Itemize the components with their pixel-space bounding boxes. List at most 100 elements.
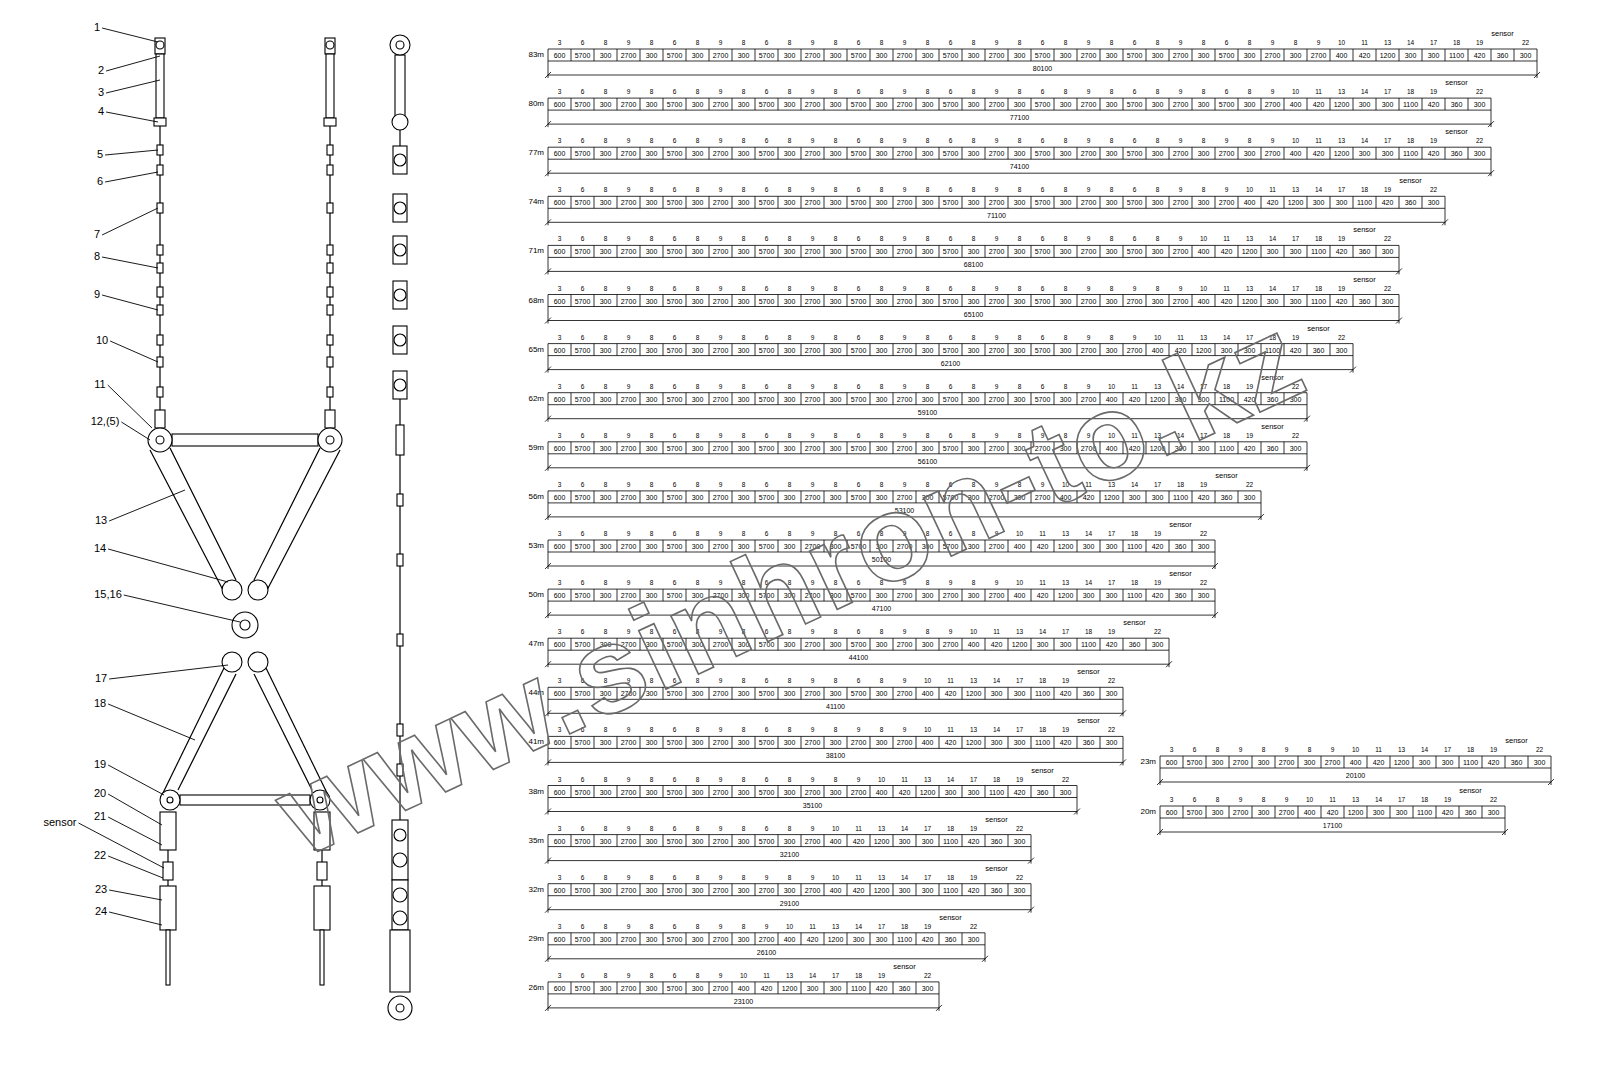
dimension-value: 360: [1405, 199, 1417, 206]
callout-number: 8: [94, 251, 100, 262]
callout-number: 14: [855, 924, 862, 931]
callout-number: 8: [972, 236, 976, 243]
dimension-value: 400: [968, 641, 980, 648]
total-length: 38100: [826, 752, 845, 759]
callout-number: 6: [765, 236, 769, 243]
callout-number: 8: [742, 285, 746, 292]
dimension-value: 2700: [805, 150, 821, 157]
dimension-value: 300: [646, 543, 658, 550]
callout-number: 9: [719, 874, 723, 881]
callout-number: 8: [1064, 138, 1068, 145]
callout-number: 9: [811, 383, 815, 390]
callout-number: 22: [970, 924, 977, 931]
callout-number: 10: [1292, 138, 1299, 145]
dimension-value: 360: [1175, 592, 1187, 599]
dimension-value: 5700: [851, 52, 867, 59]
callout-number: 8: [880, 40, 884, 47]
dimension-value: 300: [1244, 493, 1256, 500]
callout-number: 8: [650, 334, 654, 341]
dimension-value: 300: [1267, 248, 1279, 255]
callout-number: 18: [947, 874, 954, 881]
callout-number: 9: [811, 825, 815, 832]
dimension-value: 5700: [667, 101, 683, 108]
dimension-value: 300: [922, 248, 934, 255]
callout-number: 3: [1170, 797, 1174, 804]
callout-number: 8: [604, 89, 608, 96]
dimension-value: 5700: [851, 150, 867, 157]
callout-number: 6: [857, 138, 861, 145]
callout-number: 8: [1018, 236, 1022, 243]
dimension-value: 300: [600, 199, 612, 206]
callout-number: 18: [855, 973, 862, 980]
dimension-value: 420: [1428, 150, 1440, 157]
dimension-value: 360: [991, 837, 1003, 844]
callout-number: sensor: [43, 817, 76, 828]
dimension-value: 2700: [621, 297, 637, 304]
dimension-value: 300: [784, 739, 796, 746]
callout-number: 8: [742, 89, 746, 96]
dimension-value: 300: [1198, 592, 1210, 599]
dimension-value: 300: [1106, 101, 1118, 108]
callout-number: 13: [1352, 797, 1359, 804]
dimension-value: 2700: [897, 150, 913, 157]
dimension-value: 300: [738, 690, 750, 697]
dimension-value: 1200: [874, 886, 890, 893]
dimension-value: 300: [1152, 52, 1164, 59]
dimension-value: 300: [1258, 809, 1270, 816]
callout-number: 9: [811, 138, 815, 145]
dimension-value: 2700: [1173, 101, 1189, 108]
callout-number: 18: [1131, 580, 1138, 587]
callout-number: 9: [765, 924, 769, 931]
callout-number: 8: [604, 825, 608, 832]
row-length-label: 65m: [528, 346, 544, 354]
callout-number: 8: [1110, 89, 1114, 96]
dimension-value: 2700: [621, 543, 637, 550]
dimension-value: 600: [554, 886, 566, 893]
dimension-value: 300: [876, 641, 888, 648]
dimension-value: 5700: [1035, 297, 1051, 304]
dimension-value: 5700: [575, 395, 591, 402]
row-length-label: 68m: [528, 297, 544, 305]
dimension-value: 300: [1373, 809, 1385, 816]
dimension-value: 300: [876, 690, 888, 697]
dimension-value: 300: [784, 788, 796, 795]
dimension-value: 300: [646, 444, 658, 451]
dimension-value: 400: [1304, 809, 1316, 816]
callout-number: sensor: [1445, 128, 1468, 136]
dimension-value: 300: [922, 641, 934, 648]
dimension-value: 400: [1290, 150, 1302, 157]
callout-number: 10: [1016, 580, 1023, 587]
callout-number: 8: [696, 89, 700, 96]
dimension-value: 300: [876, 395, 888, 402]
dimension-value: 5700: [1035, 199, 1051, 206]
dimension-value: 300: [922, 346, 934, 353]
callout-number: 6: [673, 482, 677, 489]
dimension-value: 300: [830, 444, 842, 451]
dimension-value: 300: [1244, 150, 1256, 157]
dimension-value: 1100: [1127, 592, 1142, 599]
callout-number: 6: [581, 285, 585, 292]
callout-number: 22: [1200, 580, 1207, 587]
callout-number: 19: [1384, 187, 1391, 194]
dimension-value: 5700: [759, 788, 775, 795]
dimension-value: 5700: [851, 248, 867, 255]
dimension-value: 300: [1258, 759, 1270, 766]
callout-number: 18: [1361, 187, 1368, 194]
dimension-value: 2700: [1081, 248, 1097, 255]
callout-number: 14: [1375, 797, 1382, 804]
dimension-value: 300: [922, 199, 934, 206]
callout-number: 9: [1271, 138, 1275, 145]
callout-number: 8: [834, 285, 838, 292]
dimension-value: 5700: [851, 199, 867, 206]
dimension-value: 2700: [897, 346, 913, 353]
callout-number: 9: [719, 727, 723, 734]
callout-number: 6: [857, 433, 861, 440]
callout-number: 9: [1087, 89, 1091, 96]
callout-number: 9: [1331, 747, 1335, 754]
callout-number: sensor: [1459, 787, 1482, 795]
callout-number: 3: [558, 924, 562, 931]
callout-number: 8: [788, 138, 792, 145]
callout-number: 3: [558, 580, 562, 587]
callout-number: 9: [811, 334, 815, 341]
dimension-value: 600: [554, 199, 566, 206]
